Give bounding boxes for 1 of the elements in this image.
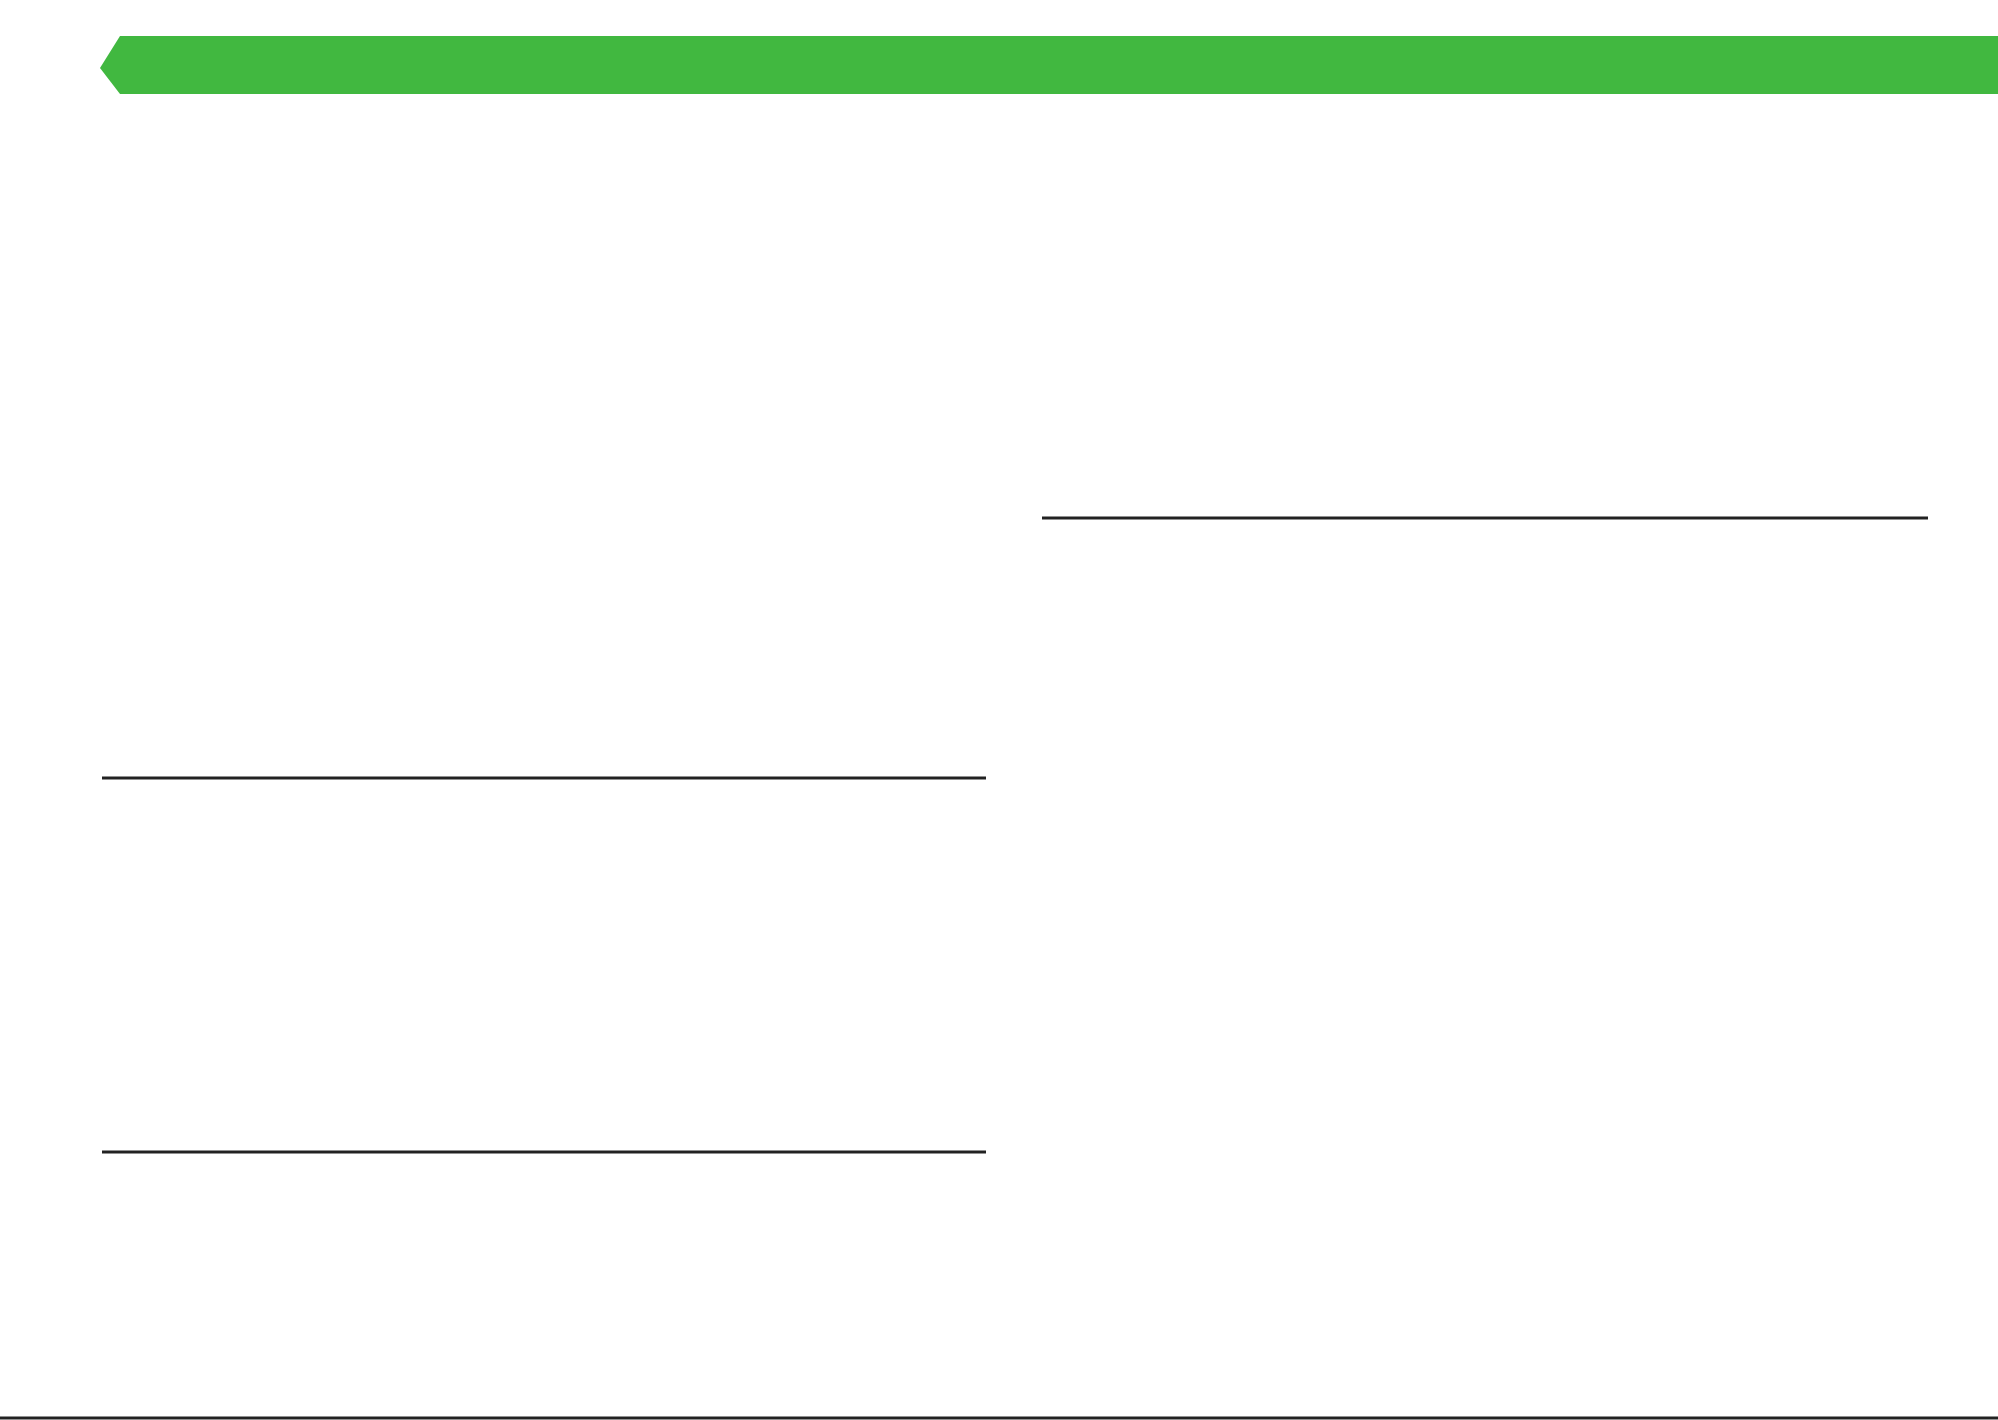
header-banner — [100, 36, 1998, 94]
